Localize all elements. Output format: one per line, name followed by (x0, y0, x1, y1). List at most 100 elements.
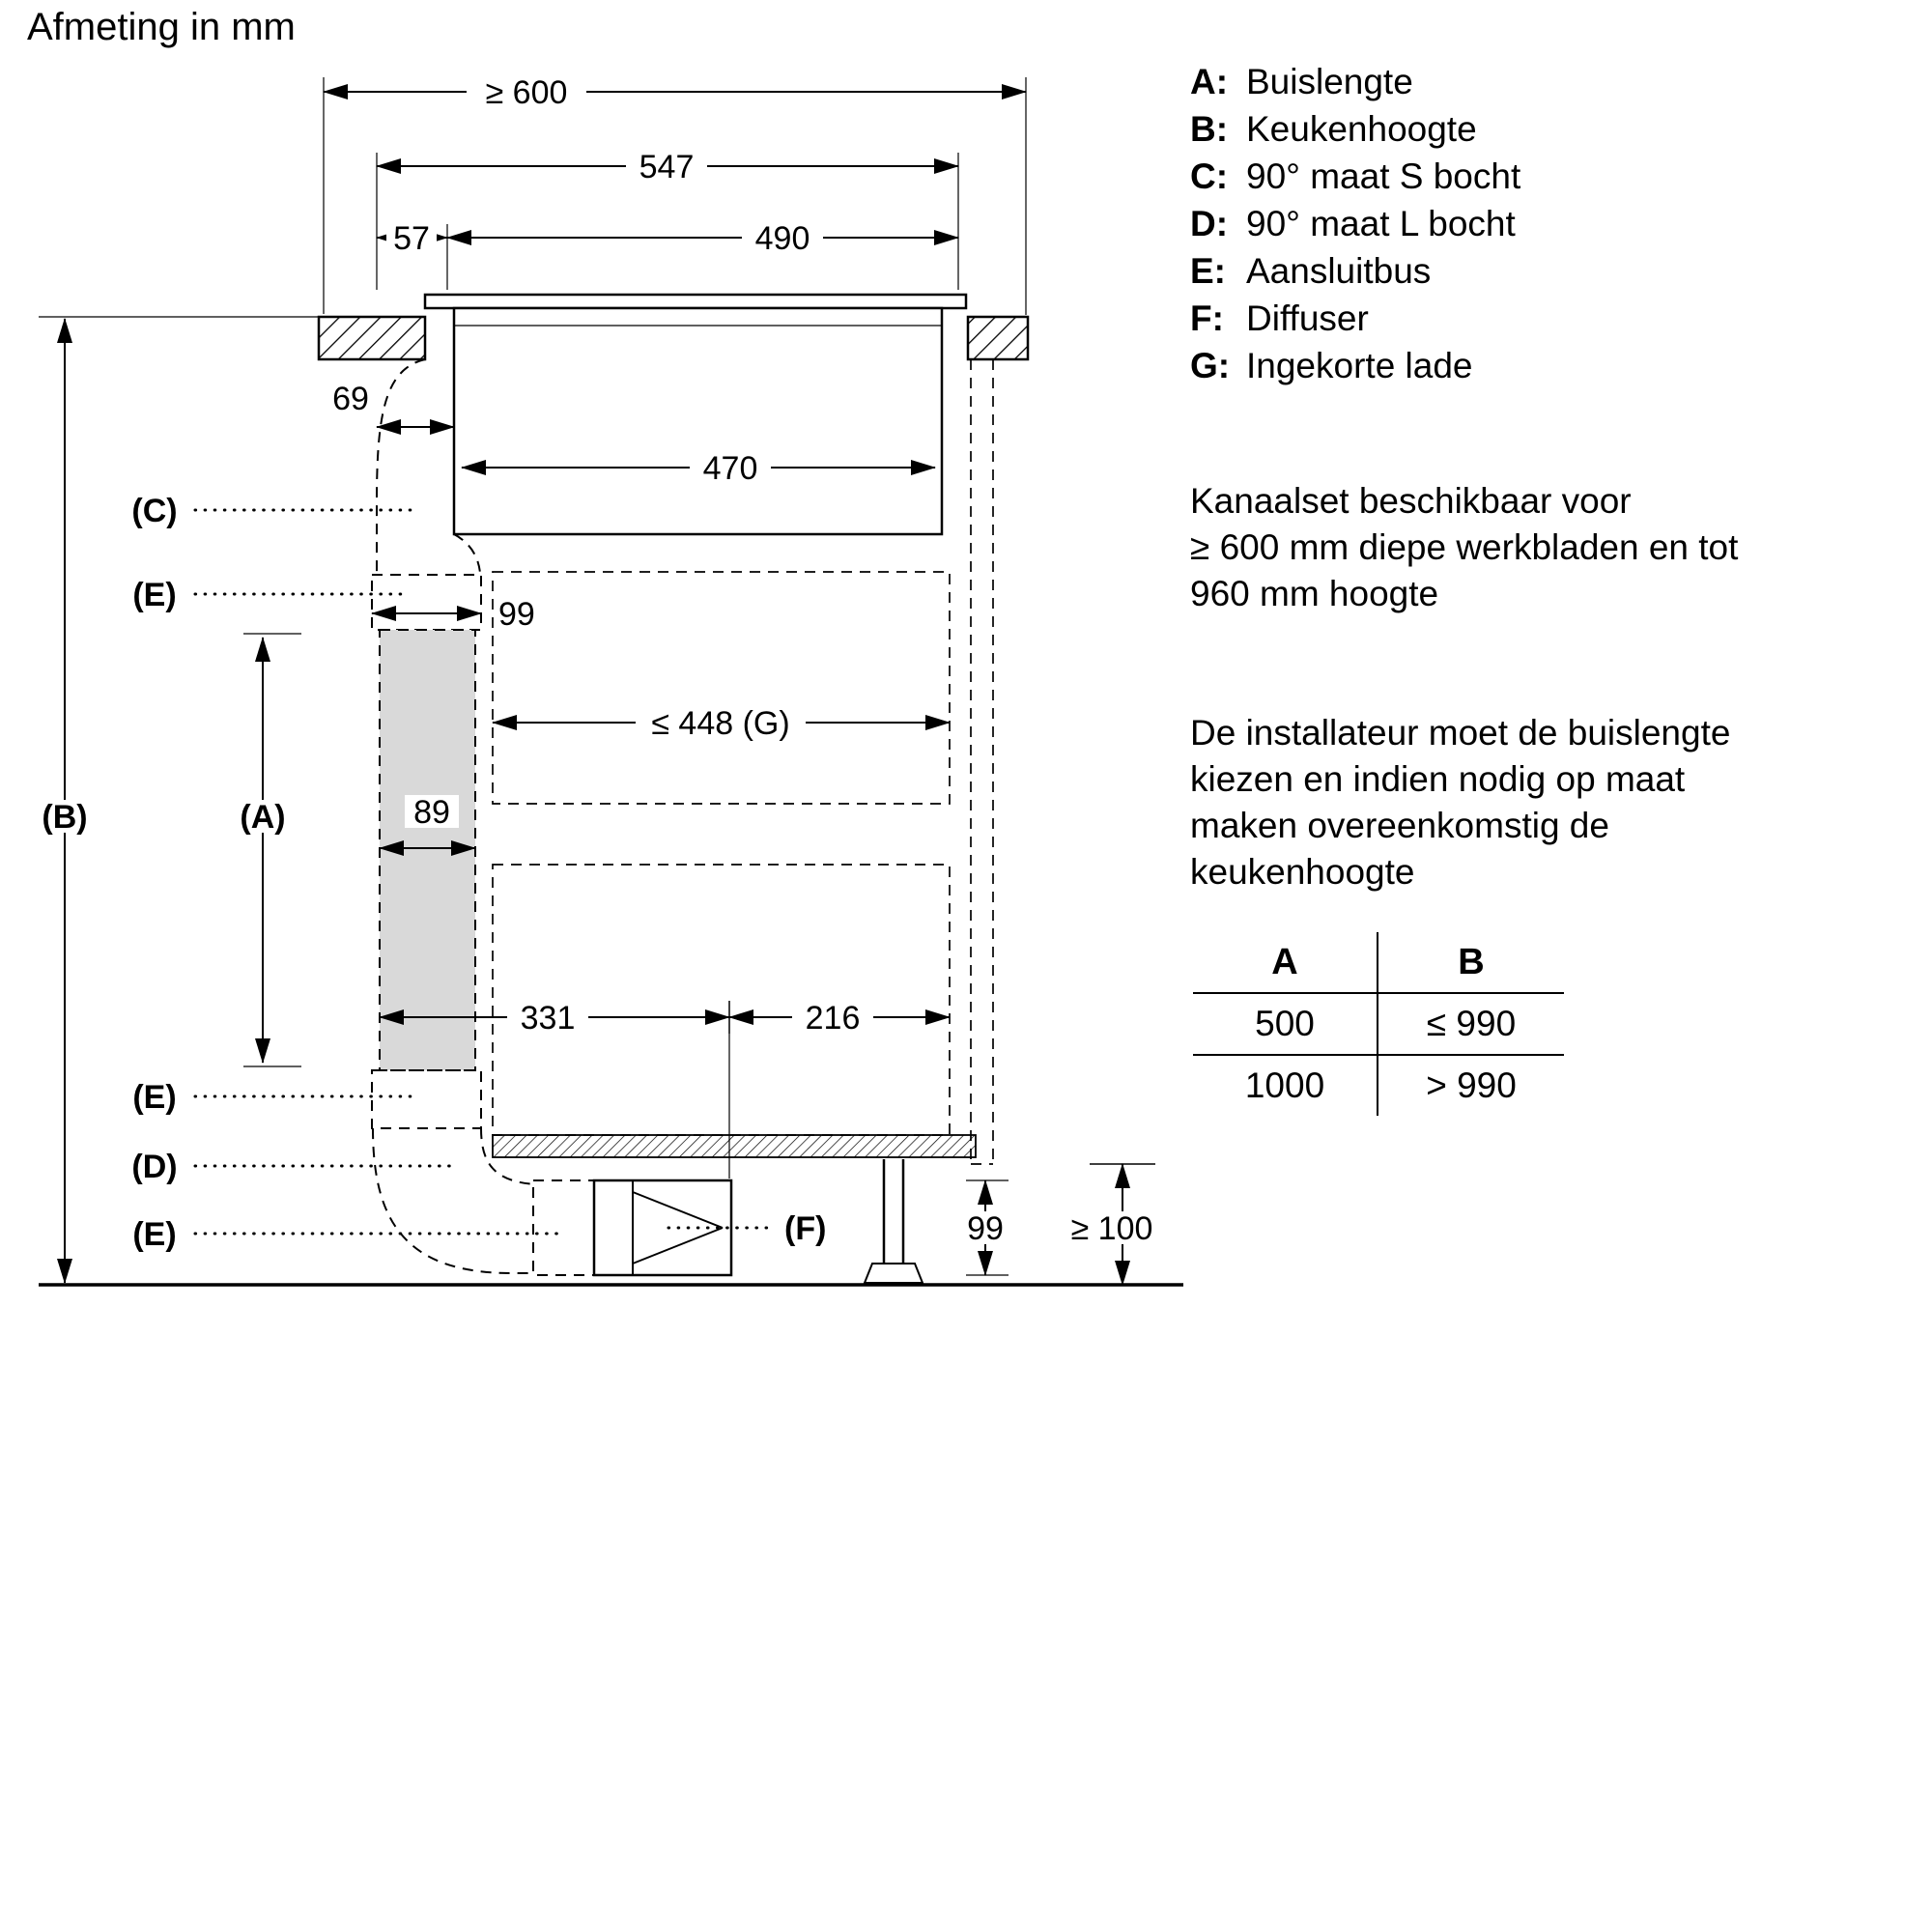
callout-e-bottom: (E) (132, 1216, 564, 1253)
dim-label-bend-offset: 69 (332, 381, 369, 417)
legend-key: F: (1190, 298, 1224, 338)
svg-text:(C): (C) (131, 493, 177, 529)
dim-duct-width: 89 (379, 794, 476, 856)
installation-diagram: ≥ 600 547 57 490 69 470 99 (30, 74, 1183, 1287)
diffuser-cone-top (632, 1191, 724, 1229)
note-line: maken overeenkomstig de (1190, 806, 1609, 845)
legend-key: E: (1190, 251, 1226, 291)
callout-c: (C) (131, 493, 419, 529)
dim-label-diffuser-height: 99 (967, 1210, 1004, 1247)
note-line: Kanaalset beschikbaar voor (1190, 481, 1632, 521)
dim-span: 331 216 (379, 1000, 951, 1179)
l-bend-inner (480, 1127, 536, 1185)
hob-glass-top (423, 293, 968, 310)
callout-d: (D) (131, 1149, 456, 1185)
svg-text:(E): (E) (132, 1216, 176, 1253)
dim-label-cutout-width: 490 (755, 220, 810, 257)
dim-connector-width: 99 (371, 596, 535, 633)
legend-key: B: (1190, 109, 1229, 149)
dim-label-drawer-depth: ≤ 448 (G) (651, 705, 789, 742)
foot-base (863, 1263, 924, 1284)
cabinet-base-shelf (492, 1134, 977, 1158)
dim-hob-width: 547 (376, 149, 959, 290)
svg-text:(E): (E) (132, 577, 176, 613)
note-line: 960 mm hoogte (1190, 574, 1439, 613)
duct-section-a (379, 629, 476, 1071)
legend-label: Keukenhoogte (1246, 109, 1477, 149)
note-installer: De installateur moet de buislengte kieze… (1190, 710, 1730, 895)
ab-table: A B 500 ≤ 990 1000 > 990 (1193, 932, 1564, 1116)
table-cell: > 990 (1377, 1056, 1564, 1116)
legend-label: 90° maat S bocht (1246, 156, 1521, 196)
countertop-right (966, 315, 1030, 361)
diffuser (592, 1179, 733, 1277)
dim-label-connector-width: 99 (498, 596, 535, 633)
s-bend-outer (376, 358, 426, 575)
dim-label-span-left: 331 (521, 1000, 576, 1037)
dim-edge-offset-and-cutout: 57 490 (376, 220, 959, 290)
note-duct-availability: Kanaalset beschikbaar voor ≥ 600 mm diep… (1190, 478, 1738, 617)
svg-text:(E): (E) (132, 1079, 176, 1116)
note-line: ≥ 600 mm diepe werkbladen en tot (1190, 527, 1739, 567)
table-row: 1000 > 990 (1193, 1056, 1564, 1116)
page-title: Afmeting in mm (27, 6, 296, 48)
worktop-and-hob (39, 293, 1030, 536)
legend-item-f: F: Diffuser (1190, 295, 1520, 342)
legend-key: G: (1190, 346, 1231, 385)
dim-diffuser-height: 99 (960, 1179, 1010, 1276)
legend-item-g: G: Ingekorte lade (1190, 342, 1520, 389)
dim-worktop-depth: ≥ 600 (323, 74, 1027, 315)
legend-label: Ingekorte lade (1246, 346, 1473, 385)
legend-item-e: E: Aansluitbus (1190, 247, 1520, 295)
callout-e-top: (E) (132, 577, 403, 613)
legend-key: D: (1190, 204, 1229, 243)
note-line: De installateur moet de buislengte (1190, 713, 1731, 753)
table-header-b: B (1377, 932, 1564, 992)
dim-bend-offset: 69 (332, 381, 455, 435)
drawer-outline (492, 571, 951, 805)
cabinet (492, 359, 994, 1165)
table-cell: 500 (1255, 1004, 1315, 1043)
callout-b: (B) (42, 799, 87, 836)
callout-f: (F) (667, 1210, 826, 1247)
hob-body (452, 306, 944, 536)
legend: A: Buislengte B: Keukenhoogte C:90° maat S… (1190, 58, 1520, 389)
dim-duct-length-a: (A) (229, 633, 301, 1067)
dim-label-worktop-depth: ≥ 600 (486, 74, 568, 111)
dim-label-plinth-clearance: ≥ 100 (1071, 1210, 1153, 1247)
legend-key: A: (1190, 62, 1229, 101)
table-row: 500 ≤ 990 (1193, 994, 1564, 1056)
svg-text:(F): (F) (784, 1210, 826, 1247)
diffuser-cone-bottom (632, 1227, 724, 1264)
legend-item-d: D: 90° maat L bocht (1190, 200, 1520, 247)
table-header-a: A (1271, 942, 1298, 982)
dim-body-width: 470 (461, 450, 936, 487)
dim-plinth-clearance: ≥ 100 (1055, 1163, 1169, 1286)
legend-label: 90° maat L bocht (1246, 204, 1516, 243)
dim-label-edge-offset: 57 (393, 220, 430, 257)
connector-bottom (371, 1069, 482, 1129)
svg-text:(D): (D) (131, 1149, 177, 1185)
dim-label-hob-width: 547 (639, 149, 695, 185)
table-cell: 1000 (1244, 1065, 1325, 1105)
dim-drawer-depth: ≤ 448 (G) (492, 705, 951, 742)
legend-item-c: C:90° maat S bocht (1190, 153, 1520, 200)
dim-label-duct-width: 89 (413, 794, 450, 831)
dim-kitchen-height-b: (B) (30, 318, 99, 1284)
note-line: keukenhoogte (1190, 852, 1415, 892)
legend-item-b: B: Keukenhoogte (1190, 105, 1520, 153)
table-header-row: A B (1193, 932, 1564, 994)
l-bend-outer (372, 1127, 535, 1274)
callout-a: (A) (240, 799, 285, 836)
table-cell: ≤ 990 (1377, 994, 1564, 1054)
legend-label: Aansluitbus (1246, 251, 1432, 291)
dim-label-body-width: 470 (703, 450, 758, 487)
legend-label: Diffuser (1246, 298, 1369, 338)
countertop-left (317, 315, 427, 361)
support-foot (863, 1159, 924, 1284)
legend-label: Buislengte (1246, 62, 1413, 101)
dim-label-span-right: 216 (806, 1000, 861, 1037)
connector-diffuser (532, 1179, 595, 1276)
s-bend-inner (453, 533, 481, 574)
legend-item-a: A: Buislengte (1190, 58, 1520, 105)
